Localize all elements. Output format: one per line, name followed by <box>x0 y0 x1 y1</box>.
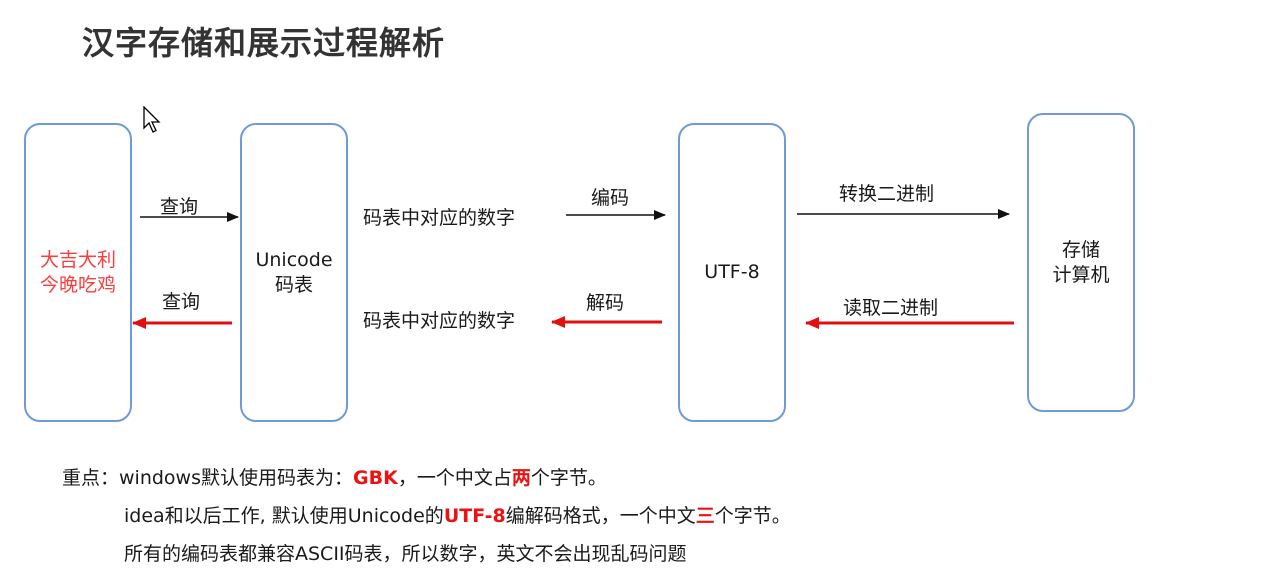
decode-label: 解码 <box>586 292 625 314</box>
note1-prefix: 重点：windows默认使用码表为： <box>62 467 353 489</box>
mouse-pointer-icon <box>143 105 161 138</box>
source-text-line1: 大吉大利 <box>39 248 116 271</box>
note2-three-highlight: 三 <box>695 505 715 527</box>
note-line-1: 重点：windows默认使用码表为：GBK，一个中文占两个字节。 <box>62 462 791 500</box>
lookup-back-label: 查询 <box>162 291 201 313</box>
note-line-3: 所有的编码表都兼容ASCII码表，所以数字，英文不会出现乱码问题 <box>124 543 687 565</box>
utf8-box: UTF-8 <box>678 123 786 422</box>
code-number-bottom-label: 码表中对应的数字 <box>363 310 516 332</box>
note2-suffix: 个字节。 <box>714 505 791 527</box>
storage-box-line1: 存储 <box>1061 238 1100 261</box>
code-number-top-label: 码表中对应的数字 <box>363 207 516 229</box>
unicode-table-box: Unicode 码表 <box>240 123 348 422</box>
notes-section: 重点：windows默认使用码表为：GBK，一个中文占两个字节。 idea和以后… <box>62 462 791 576</box>
note2-mid: 编解码格式，一个中文 <box>505 505 696 527</box>
to-binary-label: 转换二进制 <box>839 183 935 205</box>
note1-gbk-highlight: GBK <box>353 467 398 489</box>
encode-label: 编码 <box>591 187 630 209</box>
lookup-forward-label: 查询 <box>160 196 199 218</box>
note1-mid: ，一个中文占 <box>397 467 512 489</box>
utf8-box-line1: UTF-8 <box>704 261 760 283</box>
storage-computer-box: 存储 计算机 <box>1027 113 1135 412</box>
unicode-box-line2: 码表 <box>274 273 313 296</box>
note2-prefix: idea和以后工作, 默认使用Unicode的 <box>124 505 444 527</box>
note-line-2: idea和以后工作, 默认使用Unicode的UTF-8编解码格式，一个中文三个… <box>62 500 791 538</box>
source-text-line2: 今晚吃鸡 <box>39 273 116 296</box>
page-title: 汉字存储和展示过程解析 <box>82 24 446 62</box>
storage-box-line2: 计算机 <box>1052 263 1110 286</box>
note1-suffix: 个字节。 <box>530 467 607 489</box>
read-binary-label: 读取二进制 <box>843 297 939 319</box>
source-text-box: 大吉大利 今晚吃鸡 <box>24 123 132 422</box>
unicode-box-line1: Unicode <box>255 248 333 271</box>
note1-two-highlight: 两 <box>511 467 531 489</box>
note2-utf8-highlight: UTF-8 <box>443 505 506 527</box>
